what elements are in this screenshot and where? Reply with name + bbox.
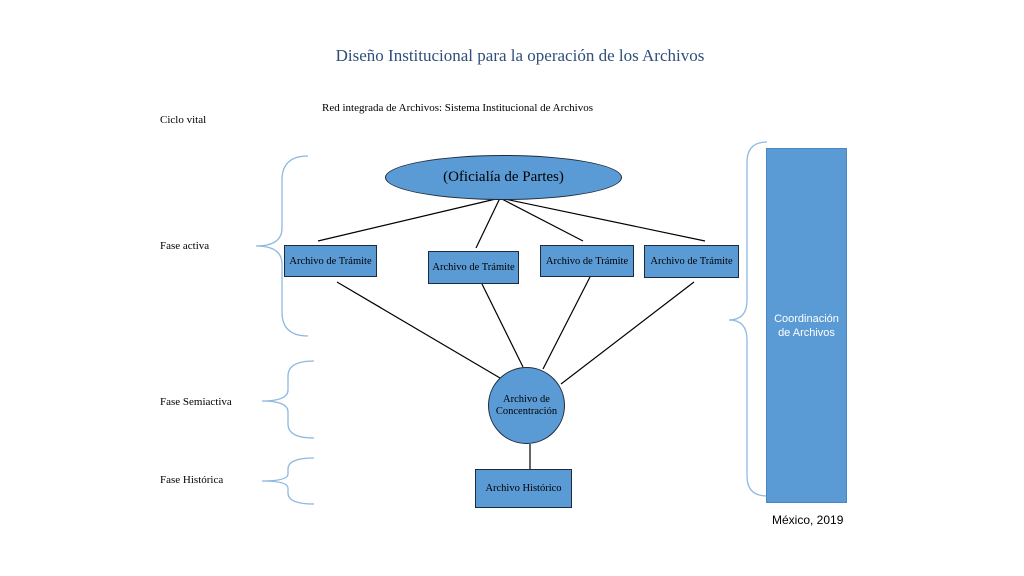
connector-oficialia-tramite-2 <box>475 197 501 249</box>
node-tramite-label: Archivo de Trámite <box>289 255 372 267</box>
node-oficialia-label: (Oficialía de Partes) <box>443 169 564 185</box>
phase-label-ciclo-vital: Ciclo vital <box>160 114 207 126</box>
node-tramite-label: Archivo de Trámite <box>432 262 515 273</box>
bracket-coordinacion <box>728 141 768 497</box>
connector-tramite-2-concentracion <box>481 283 524 368</box>
phase-label-fase-activa: Fase activa <box>160 240 210 252</box>
diagram-subtitle: Red integrada de Archivos: Sistema Insti… <box>322 102 593 114</box>
coordination-panel: Coordinación de Archivos <box>766 148 847 503</box>
connector-oficialia-tramite-1 <box>317 197 501 242</box>
node-tramite-label: Archivo de Trámite <box>545 255 629 267</box>
node-concentracion-label: Archivo de Concentración <box>495 393 558 417</box>
bracket-fase-historica <box>261 457 315 505</box>
page-title: Diseño Institucional para la operación d… <box>335 46 705 65</box>
node-archivo-tramite-3: Archivo de Trámite <box>540 245 634 277</box>
bracket-fase-semiactiva <box>261 360 315 439</box>
node-archivo-historico: Archivo Histórico <box>475 469 572 508</box>
node-archivo-tramite-1: Archivo de Trámite <box>284 245 377 277</box>
node-tramite-label: Archivo de Trámite <box>650 256 733 267</box>
node-archivo-tramite-4: Archivo de Trámite <box>644 245 739 278</box>
node-historico-label: Archivo Histórico <box>485 483 562 494</box>
connector-oficialia-tramite-4 <box>499 197 706 242</box>
phase-label-fase-historica: Fase Histórica <box>160 474 224 486</box>
footer-place-date: México, 2019 <box>772 513 844 527</box>
coordination-label: Coordinación de Archivos <box>774 312 839 339</box>
connector-tramite-4-concentracion <box>560 281 695 385</box>
connector-oficialia-tramite-3 <box>499 197 584 242</box>
bracket-fase-activa <box>255 155 309 337</box>
node-archivo-tramite-2: Archivo de Trámite <box>428 251 519 284</box>
connector-tramite-3-concentracion <box>542 276 591 370</box>
phase-label-fase-semiactiva: Fase Semiactiva <box>160 396 232 408</box>
node-archivo-concentracion: Archivo de Concentración <box>488 367 565 444</box>
node-oficialia-de-partes: (Oficialía de Partes) <box>385 155 622 200</box>
connector-tramite-1-concentracion <box>336 281 501 379</box>
